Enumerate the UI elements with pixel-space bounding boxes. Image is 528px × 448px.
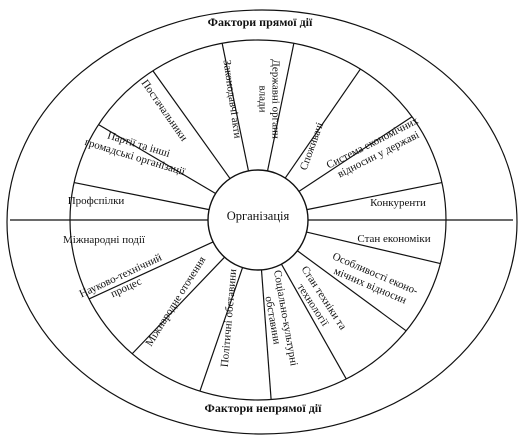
factor-stan-ekonomiky: Стан економіки (357, 233, 430, 245)
sector-divider (73, 181, 210, 211)
sector-divider (98, 124, 216, 195)
factor-systema-ekonomichnykh: Система економічнихвідносин у державі (325, 114, 427, 183)
sector-divider (297, 250, 407, 332)
sector-divider (152, 70, 231, 179)
factor-label-line: Стан економіки (357, 233, 430, 245)
sector-divider (221, 43, 250, 172)
factor-zakonodavchi-akty: Законодавчі акти (221, 59, 244, 139)
factor-spozhyvachi: Споживачі (298, 121, 326, 172)
factor-label-line: Міжнародні події (63, 234, 146, 246)
center-label: Організація (227, 209, 290, 223)
outer-ellipse (6, 9, 518, 435)
sector-divider (306, 181, 443, 211)
sector-divider (280, 263, 347, 380)
factor-label-line: Споживачі (298, 121, 326, 172)
bottom-heading: Фактори непрямої дії (205, 401, 323, 415)
sector-divider (88, 241, 214, 300)
diagram-shapes (6, 9, 518, 435)
factor-konkurenty: Конкуренти (370, 197, 426, 209)
factor-label-line: Політичні обставини (219, 268, 240, 367)
sector-divider (306, 231, 441, 265)
factor-sotsialno-kulturni: Соціально-культурніобставини (258, 269, 300, 369)
factor-mizhnarodni-podii: Міжнародні події (63, 234, 146, 246)
factor-label-line: Конкуренти (370, 197, 426, 209)
factor-politychni: Політичні обставини (219, 268, 240, 367)
factor-label-line: Профспілки (68, 195, 125, 207)
factor-label-line: Міжнародне оточення (143, 254, 208, 348)
factor-osoblyvosti: Особливості еконо-мічних відносин (326, 251, 420, 310)
sector-divider (266, 43, 295, 172)
sector-divider (260, 269, 272, 400)
sector-divider (131, 256, 225, 355)
factor-mizhnarodne-otochennia: Міжнародне оточення (143, 254, 208, 348)
factor-label-line: Законодавчі акти (221, 59, 244, 139)
factor-label-line: Державні органи (270, 59, 282, 139)
sector-divider (284, 68, 361, 179)
factor-derzhavni-orhany: Державні органивлади (257, 59, 282, 139)
sector-divider (298, 116, 413, 192)
organization-hub (207, 169, 309, 271)
sector-divider (199, 267, 244, 392)
factor-profspilky: Профспілки (68, 195, 125, 207)
top-heading: Фактори прямої дії (208, 15, 313, 29)
factor-label-line: влади (257, 86, 269, 113)
